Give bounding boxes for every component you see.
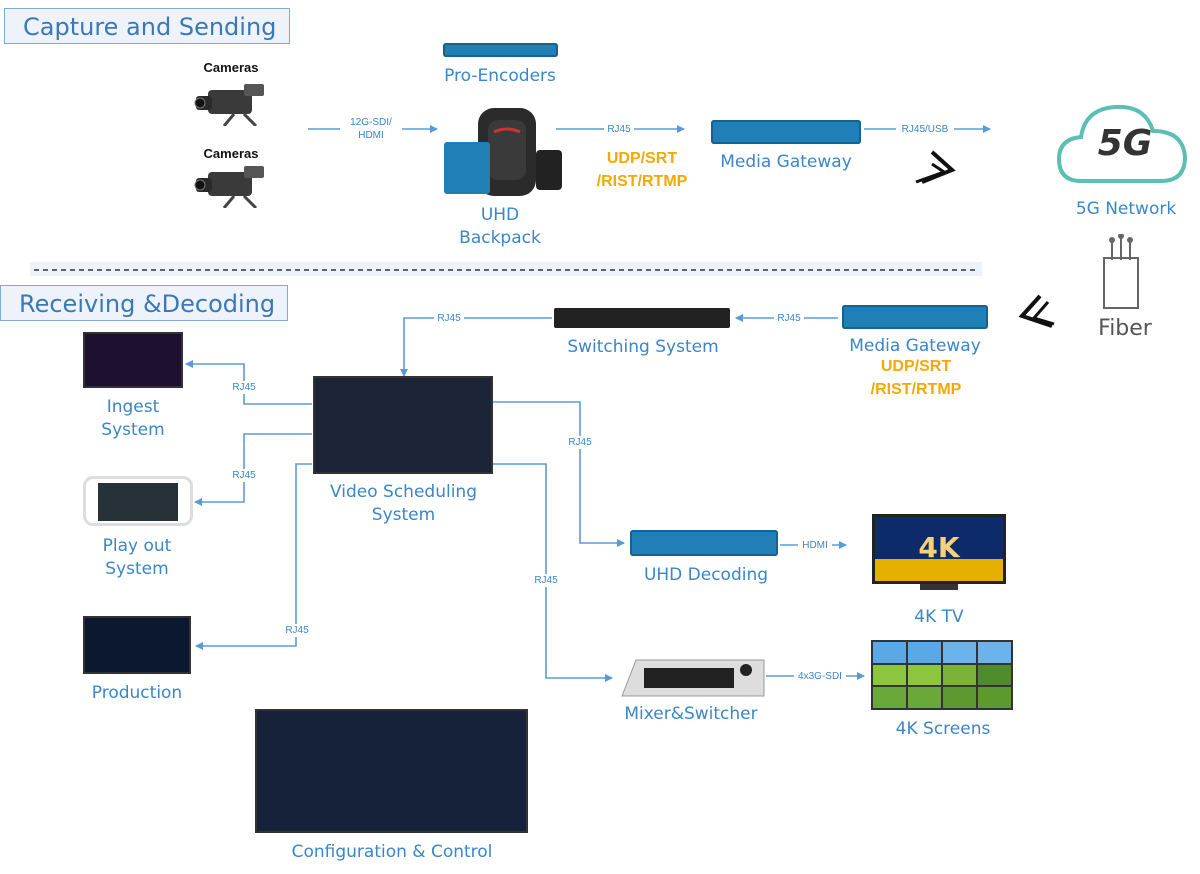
capture-section-title: Capture and Sending: [4, 8, 290, 44]
capture-protocols-label: UDP/SRT /RIST/RTMP: [596, 150, 688, 190]
cameras-label-2: Cameras: [203, 146, 259, 161]
chevron-left-icon: [1018, 294, 1055, 328]
pro-encoders-label: Pro-Encoders: [444, 66, 556, 86]
configuration-screen: [255, 709, 528, 833]
tv-stand: [920, 584, 958, 590]
arrow-to-playout: [194, 433, 312, 506]
hdmi-label: HDMI: [798, 539, 832, 552]
rj45-label: RJ45: [774, 312, 804, 325]
media-gateway-device: [711, 120, 861, 144]
rj45-label: RJ45: [282, 624, 312, 637]
backpack-icon: [444, 108, 562, 196]
receive-media-gateway-device: [842, 305, 988, 329]
mixer-console: [621, 659, 765, 697]
rj45-label: RJ45: [531, 574, 561, 587]
4k-tv-screen: 4K: [872, 514, 1006, 584]
production-label: Production: [91, 683, 183, 703]
arrow-switching-to-scheduling: [400, 317, 552, 377]
cloud-5g-icon: [1056, 104, 1188, 183]
ingest-label: Ingest System: [101, 397, 165, 440]
uhd-decoding-device: [630, 530, 778, 556]
receive-media-gateway-label: Media Gateway: [849, 336, 981, 356]
fiber-label: Fiber: [1098, 316, 1152, 341]
uhd-decoding-label: UHD Decoding: [643, 565, 769, 585]
receive-section-title: Receiving &Decoding: [0, 285, 288, 321]
fiber-icon: [1103, 234, 1139, 309]
separator-band: [30, 262, 982, 276]
pro-encoder-device: [443, 43, 558, 57]
production-screen: [83, 616, 191, 674]
video-scheduling-label: Video Scheduling System: [330, 482, 477, 525]
arrow-to-mixer: [492, 463, 613, 682]
rj45-label: RJ45: [565, 436, 595, 449]
switching-system-label: Switching System: [567, 337, 719, 357]
4k-screens-label: 4K Screens: [895, 719, 991, 739]
rj45-label: RJ45: [229, 381, 259, 394]
4k-screens-wall: [871, 640, 1013, 710]
sdi-hdmi-label: 12G-SDI/ HDMI: [340, 116, 402, 142]
cameras-label-1: Cameras: [203, 60, 259, 75]
arrow-to-decoding: [492, 401, 625, 547]
chevron-right-icon: [915, 150, 956, 184]
playout-phone: [83, 476, 193, 526]
arrow-to-production: [195, 463, 312, 650]
camera-icon: [194, 84, 264, 126]
switching-system-device: [554, 308, 730, 328]
rj45-label: RJ45: [604, 123, 634, 136]
4k-tv-label: 4K TV: [914, 607, 964, 627]
configuration-control-label: Configuration & Control: [291, 842, 493, 862]
cloud-5g-text: 5G: [1097, 123, 1153, 164]
video-scheduling-screen: [313, 376, 493, 474]
camera-icon: [194, 166, 264, 208]
4k-tv-text: 4K: [918, 531, 960, 564]
ingest-screen: [83, 332, 183, 388]
rj45-label: RJ45: [229, 469, 259, 482]
playout-label: Play out System: [102, 536, 172, 579]
4x3g-sdi-label: 4x3G-SDI: [794, 670, 846, 683]
receive-protocols-label: UDP/SRT /RIST/RTMP: [870, 358, 962, 398]
rj45-usb-label: RJ45/USB: [896, 123, 954, 136]
mixer-switcher-label: Mixer&Switcher: [624, 704, 758, 724]
rj45-label: RJ45: [434, 312, 464, 325]
media-gateway-label: Media Gateway: [720, 152, 852, 172]
uhd-backpack-label: UHD Backpack: [459, 205, 541, 248]
5g-network-label: 5G Network: [1075, 199, 1177, 219]
